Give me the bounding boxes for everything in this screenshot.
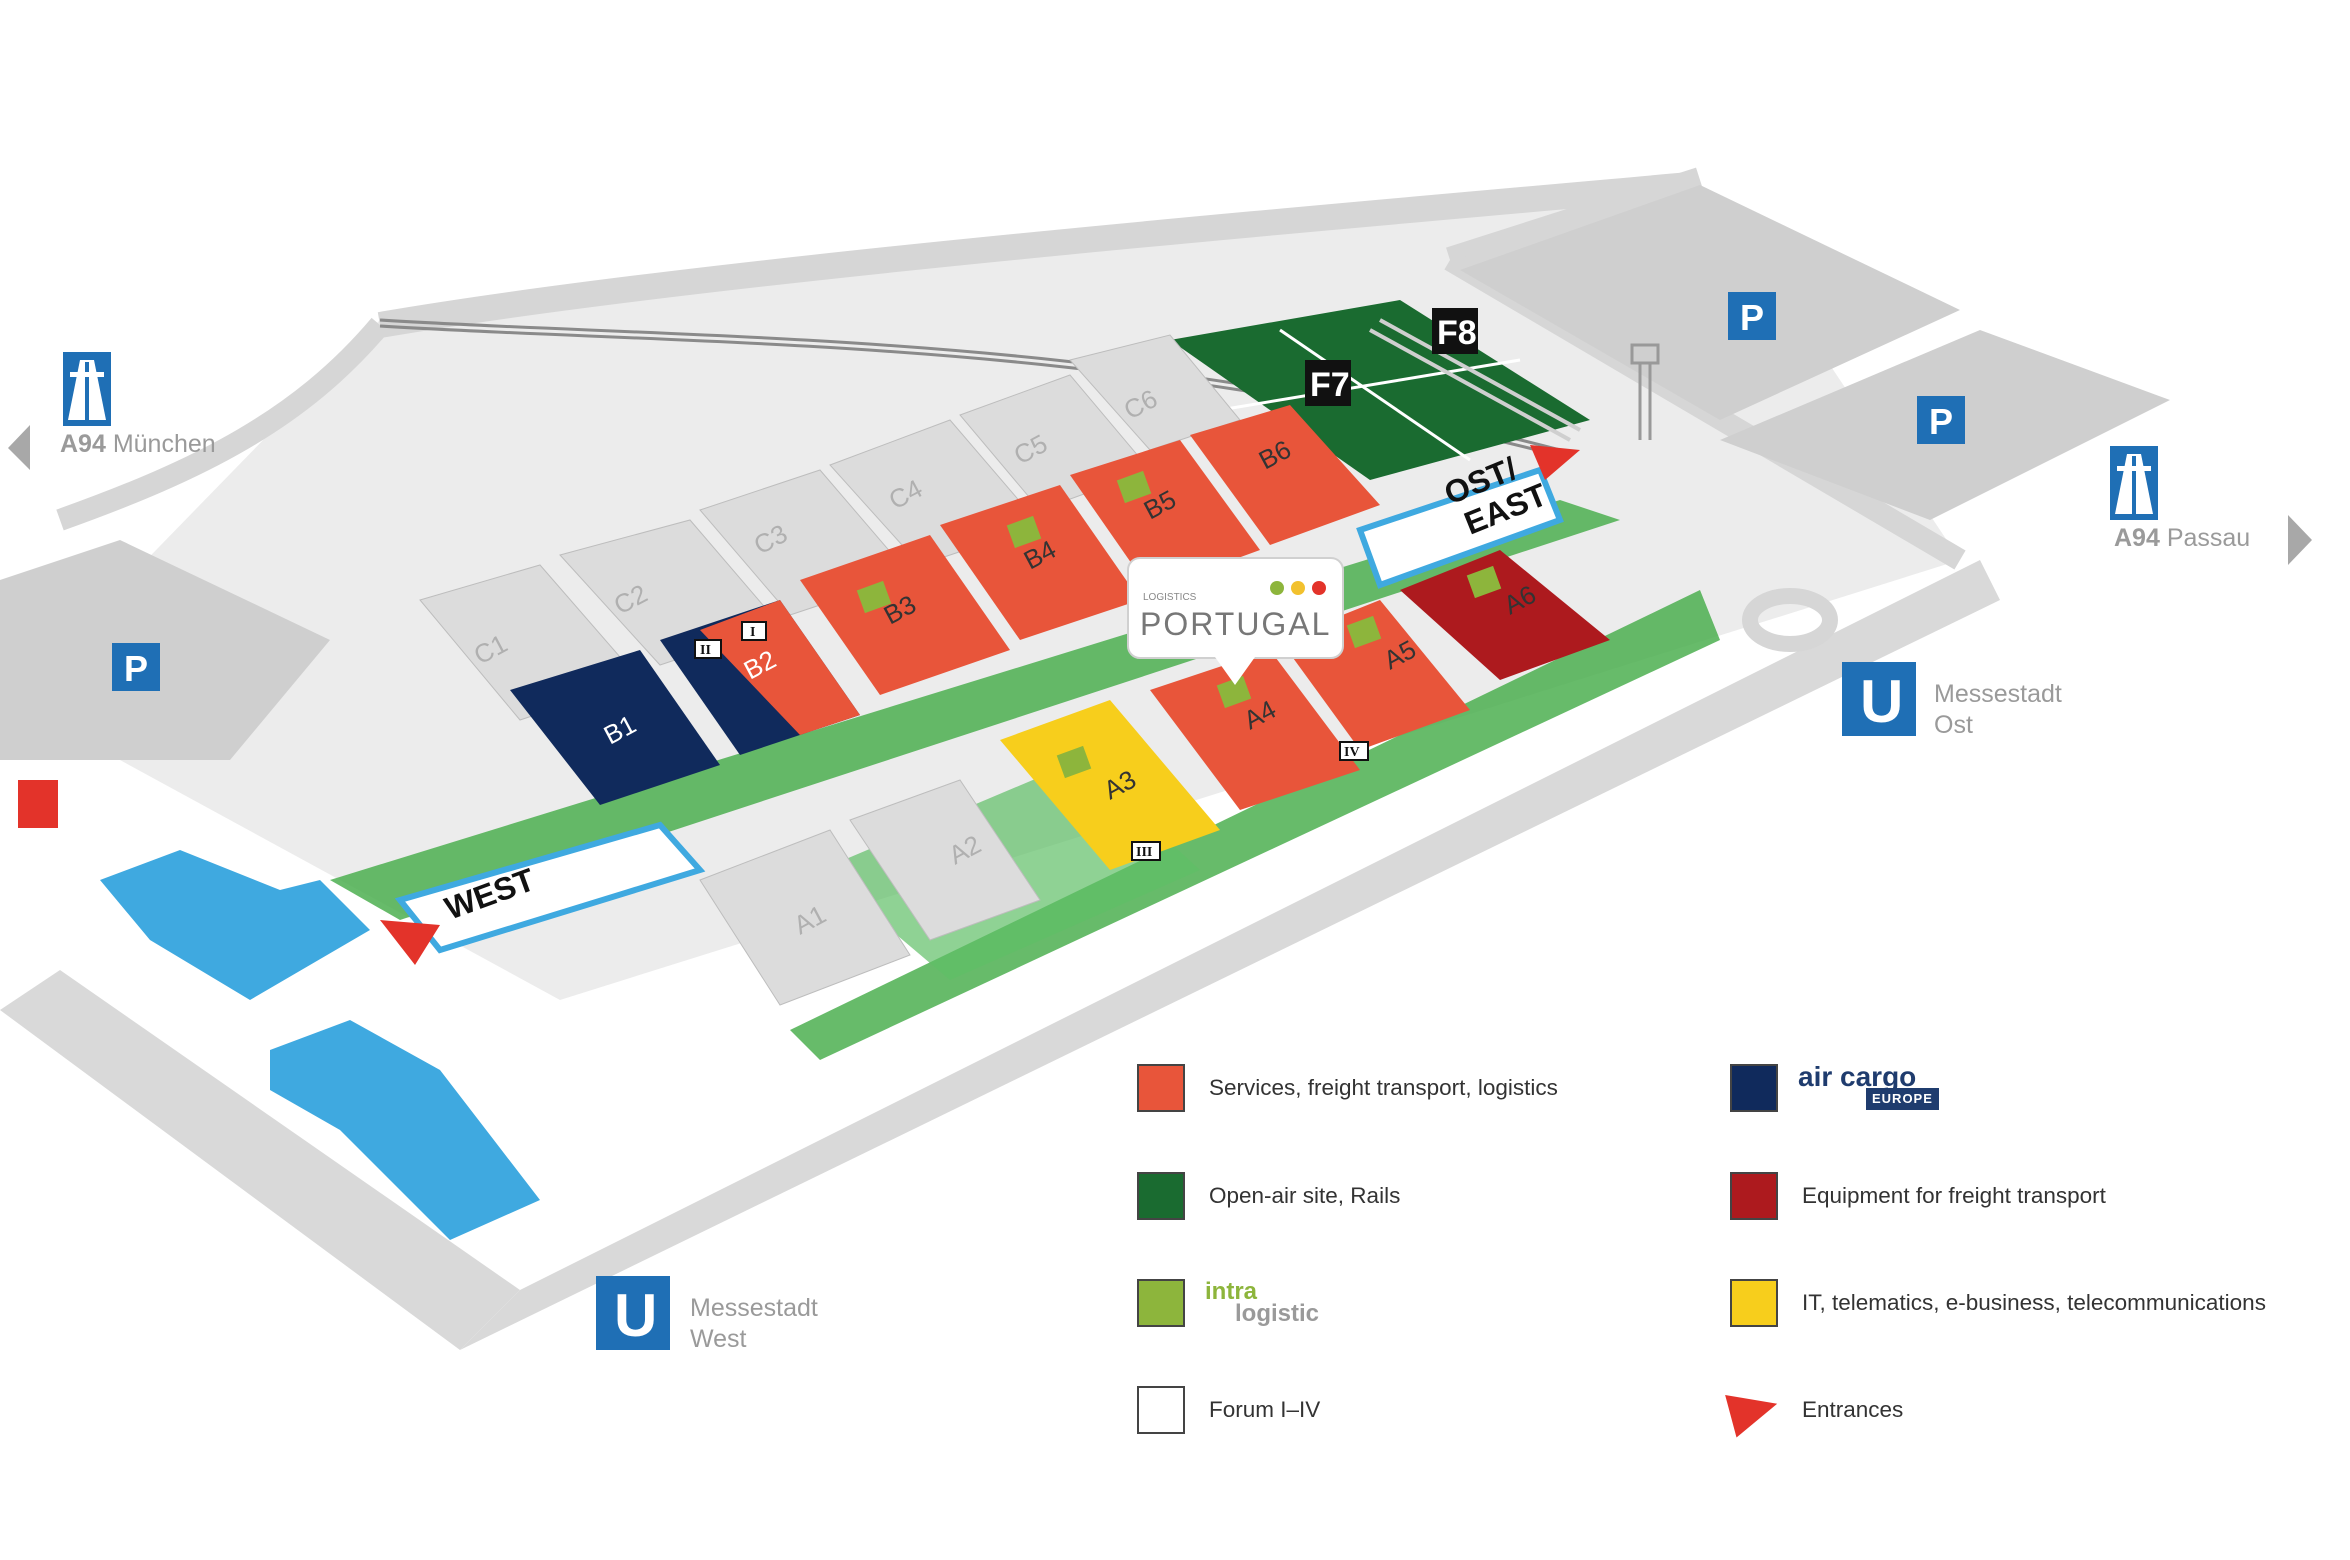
callout-dot-green — [1270, 581, 1284, 595]
forum-III — [1131, 841, 1161, 861]
tower — [1630, 343, 1660, 440]
legend-intralogistic: intra logistic — [1137, 1277, 1319, 1329]
logistics-portugal-callout: LOGISTICS PORTUGAL — [1127, 557, 1344, 685]
hall-A1 — [699, 829, 911, 1006]
area-F8-label: F8 — [1437, 314, 1477, 352]
legend-forum: Forum I–IV — [1137, 1384, 1320, 1436]
callout-dot-red — [1312, 581, 1326, 595]
entrance-west-marker — [380, 920, 440, 965]
road-label-right: A94 Passau — [2114, 524, 2250, 552]
legend-aircargo: air cargo EUROPE — [1730, 1062, 1939, 1114]
legend-entrances: Entrances — [1730, 1384, 1903, 1436]
legend-it-label: IT, telematics, e-business, telecommunic… — [1802, 1290, 2266, 1315]
forum-IV — [1339, 741, 1369, 761]
aircargo-europe-logo: air cargo EUROPE — [1798, 1063, 1939, 1110]
svg-text:P: P — [1929, 401, 1953, 442]
legend-forum-swatch — [1137, 1386, 1185, 1434]
parking-badge-3 — [112, 643, 160, 691]
legend-services-label: Services, freight transport, logistics — [1209, 1075, 1558, 1100]
intralogistic-logo: intra logistic — [1205, 1278, 1320, 1327]
svg-text:I: I — [750, 625, 755, 640]
legend-equipment-swatch — [1730, 1172, 1778, 1220]
legend-services: Services, freight transport, logistics — [1137, 1062, 1558, 1114]
water-basins — [100, 850, 540, 1240]
hall-B6 — [1190, 405, 1380, 545]
legend-services-swatch — [1137, 1064, 1185, 1112]
motorway-icons — [8, 352, 2312, 565]
parking-badge-1 — [1728, 292, 1776, 340]
ubahn-west-line1: Messestadt — [690, 1294, 818, 1322]
svg-text:IV: IV — [1344, 745, 1360, 760]
area-F7 — [1305, 360, 1351, 406]
motorway-icon-left — [63, 352, 111, 426]
ubahn-badge-east — [1842, 662, 1916, 736]
svg-text:III: III — [1136, 845, 1152, 860]
hall-A3 — [1000, 700, 1220, 870]
callout-small-label: LOGISTICS — [1143, 592, 1197, 603]
callout-big-label: PORTUGAL — [1140, 606, 1331, 642]
forum-markers: I II III IV — [694, 621, 1369, 861]
arrow-right-icon — [2288, 515, 2312, 565]
svg-text:U: U — [614, 1282, 657, 1349]
red-building — [18, 780, 58, 828]
area-F7-label: F7 — [1310, 366, 1350, 404]
ubahn-east-line2: Ost — [1934, 711, 1973, 739]
hall-B4 — [940, 485, 1140, 640]
ubahn-east-line1: Messestadt — [1934, 680, 2062, 708]
entrance-triangle-icon — [1730, 1386, 1778, 1434]
hall-A4 — [1150, 650, 1360, 810]
hall-B3 — [800, 535, 1010, 695]
legend-openair: Open-air site, Rails — [1137, 1170, 1400, 1222]
hall-A6 — [1400, 550, 1610, 680]
legend-intralogistic-swatch — [1137, 1279, 1185, 1327]
ubahn-stations: U Messestadt Ost U Messestadt West — [596, 662, 2062, 1353]
svg-text:U: U — [1860, 668, 1903, 735]
legend-equipment: Equipment for freight transport — [1730, 1170, 2106, 1222]
ubahn-badge-west — [596, 1276, 670, 1350]
entrance-east-marker — [1530, 445, 1580, 480]
parking-badge-2 — [1917, 396, 1965, 444]
area-F8 — [1432, 308, 1478, 354]
legend-openair-label: Open-air site, Rails — [1209, 1183, 1401, 1208]
open-air-labels: F7 F8 — [1305, 308, 1478, 406]
svg-text:P: P — [1740, 297, 1764, 338]
svg-text:II: II — [700, 643, 711, 658]
legend-entrances-label: Entrances — [1802, 1397, 1904, 1422]
legend-openair-swatch — [1137, 1172, 1185, 1220]
ubahn-west-line2: West — [690, 1325, 747, 1353]
callout-dot-yellow — [1291, 581, 1305, 595]
arrow-left-icon — [8, 425, 30, 470]
hall-B5 — [1070, 440, 1260, 590]
forum-II — [694, 639, 722, 659]
forum-I — [741, 621, 767, 641]
hall-B1 — [510, 650, 720, 805]
svg-text:P: P — [124, 648, 148, 689]
legend-forum-label: Forum I–IV — [1209, 1397, 1321, 1422]
halls-b-row: B1 B2 B3 B4 B5 B6 — [510, 405, 1380, 805]
open-air-site — [1170, 300, 1590, 480]
hall-A2 — [849, 779, 1041, 941]
legend-it-swatch — [1730, 1279, 1778, 1327]
road-label-left: A94 München — [60, 430, 216, 458]
motorway-icon-right — [2110, 446, 2158, 520]
legend-it: IT, telematics, e-business, telecommunic… — [1730, 1277, 2266, 1329]
legend-equipment-label: Equipment for freight transport — [1802, 1183, 2106, 1208]
legend-aircargo-swatch — [1730, 1064, 1778, 1112]
halls-c-row: C1 C2 C3 C4 C5 C6 — [419, 334, 1241, 721]
parking-badges: P P P — [112, 292, 1965, 691]
